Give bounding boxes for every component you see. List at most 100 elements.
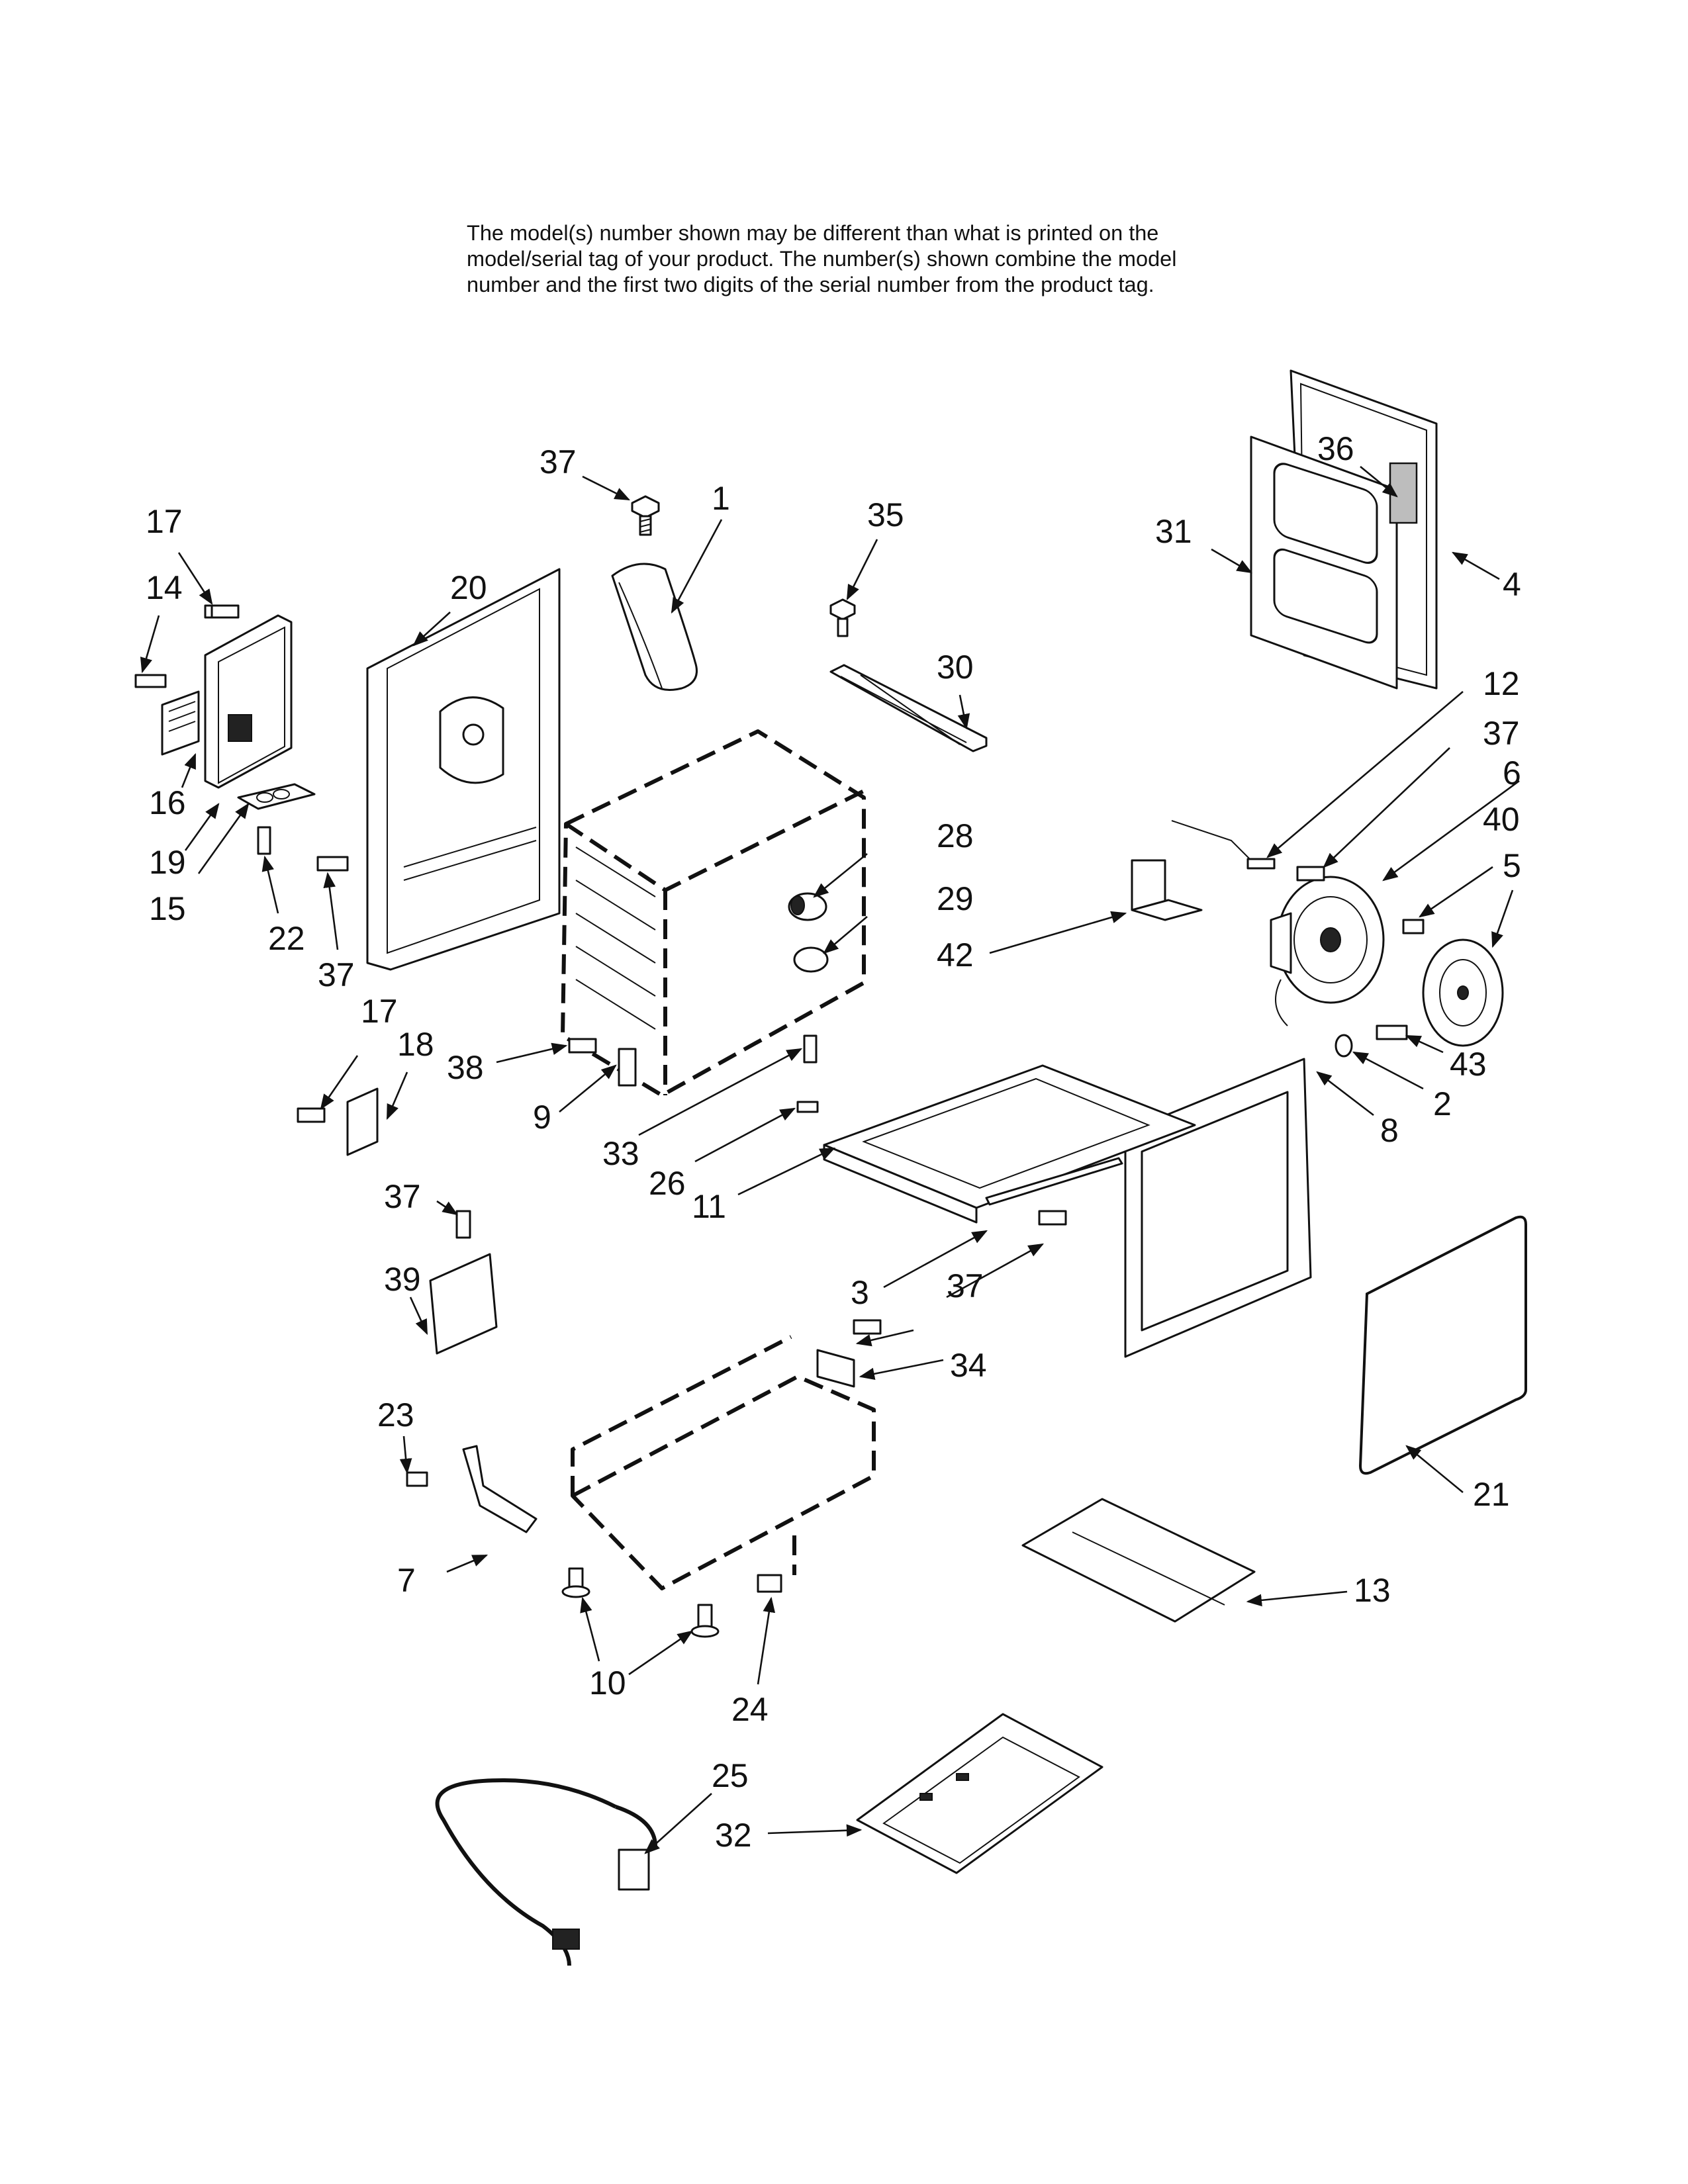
callout-20: 20 [450,569,487,606]
callout-24: 24 [731,1691,769,1728]
callout-39: 39 [384,1261,421,1298]
screw-part-40 [1402,919,1425,934]
power-cord-part-25 [435,1778,657,1966]
sensor-part-28 [788,892,827,921]
screw-part-37-top [631,495,660,536]
notice-line-1: The model(s) number shown may be differe… [467,221,1159,245]
callout-37e: 37 [947,1267,984,1304]
callout-16: 16 [149,784,186,821]
callout-12: 12 [1483,665,1520,702]
screw-part-33 [803,1034,818,1064]
screw-part-35 [829,598,856,637]
callout-3: 3 [851,1274,869,1311]
callout-38: 38 [447,1049,484,1086]
notice-line-2: model/serial tag of your product. The nu… [467,247,1177,271]
callout-37d: 37 [384,1178,421,1215]
callout-22: 22 [268,920,305,957]
callout-14: 14 [146,569,183,606]
clip-part-26 [796,1101,819,1113]
callout-23: 23 [377,1396,414,1433]
screw-part-43 [1376,1024,1408,1040]
terminal-block-part-16 [161,690,200,756]
insulation-panel-part-31 [1250,435,1418,690]
callout-34: 34 [950,1347,987,1384]
bracket-part-39 [429,1253,498,1355]
callout-1: 1 [712,480,730,517]
screw-part-14 [134,674,167,688]
bracket-part-18 [346,1087,379,1156]
wire-part-12 [1171,820,1276,870]
callout-31: 31 [1155,513,1192,550]
rail-part-30 [829,664,988,752]
screw-part-37-fan [1296,866,1325,882]
shield-part-42 [1131,859,1203,921]
bracket-part-9 [618,1048,637,1087]
callout-25: 25 [712,1757,749,1794]
callout-10: 10 [589,1664,626,1702]
bracket-part-7 [462,1445,538,1533]
back-panel-part-20 [366,568,561,971]
screw-part-17-left [204,604,240,619]
callout-8: 8 [1380,1112,1399,1149]
front-frame-part-8 [1124,1058,1312,1358]
callout-37b: 37 [1483,715,1520,752]
callout-29: 29 [937,880,974,917]
base-plate-part-32 [856,1713,1103,1874]
screw-part-37-lower-right [1038,1210,1067,1226]
callout-40: 40 [1483,801,1520,838]
callout-33: 33 [602,1135,639,1172]
notice-line-3: number and the first two digits of the s… [467,273,1154,296]
lower-compartment-dashed [571,1335,876,1590]
model-number-notice: The model(s) number shown may be differe… [467,220,1393,298]
plug-part-29 [793,946,829,973]
leveling-leg-part-10-a [561,1567,590,1598]
callout-32: 32 [715,1817,752,1854]
drip-tray-part-11 [823,1064,1196,1224]
callout-2: 2 [1433,1085,1452,1122]
plate-part-15 [237,783,316,810]
screw-part-37-mid [853,1319,882,1335]
tray-part-13 [1021,1498,1256,1623]
callout-13: 13 [1354,1572,1391,1609]
leveling-leg-part-10-b [690,1604,720,1638]
callout-30: 30 [937,649,974,686]
screw-part-37-left [316,856,349,872]
screw-part-37-lower-left [455,1210,471,1239]
callout-35: 35 [867,496,904,533]
clip-part-24 [757,1574,782,1593]
cover-part-34 [816,1349,855,1388]
callout-28: 28 [937,817,974,854]
callout-5: 5 [1503,847,1521,884]
callout-36: 36 [1317,430,1354,467]
screw-part-38 [568,1038,597,1054]
oven-cavity-dashed [561,729,866,1097]
rail-part-3 [985,1157,1123,1206]
callout-42: 42 [937,936,974,974]
terminal-box-part-19 [204,614,293,789]
fan-blade-part-5 [1422,938,1504,1047]
callout-11: 11 [692,1188,726,1225]
leader-arrows [140,465,1520,1854]
callout-15: 15 [149,890,186,927]
callout-labels: 37 1 35 17 14 20 30 36 31 4 12 37 6 40 5… [146,430,1521,1854]
callout-17: 17 [146,503,183,540]
callout-18: 18 [397,1026,434,1063]
callout-9: 9 [533,1099,551,1136]
callout-37: 37 [539,443,577,480]
callout-21: 21 [1473,1476,1510,1513]
callout-17b: 17 [361,993,398,1030]
callout-19: 19 [149,844,186,881]
callout-6: 6 [1503,754,1521,792]
screw-part-22 [257,826,271,855]
screw-part-17-lower [297,1107,326,1123]
callout-37c: 37 [318,956,355,993]
callout-26: 26 [649,1165,686,1202]
callout-4: 4 [1503,566,1521,603]
screw-part-23 [406,1471,428,1487]
door-gasket-part-21 [1358,1215,1527,1475]
bracket-part-1 [611,563,698,691]
callout-7: 7 [397,1562,416,1599]
callout-43: 43 [1450,1046,1487,1083]
washer-part-2 [1335,1034,1353,1058]
